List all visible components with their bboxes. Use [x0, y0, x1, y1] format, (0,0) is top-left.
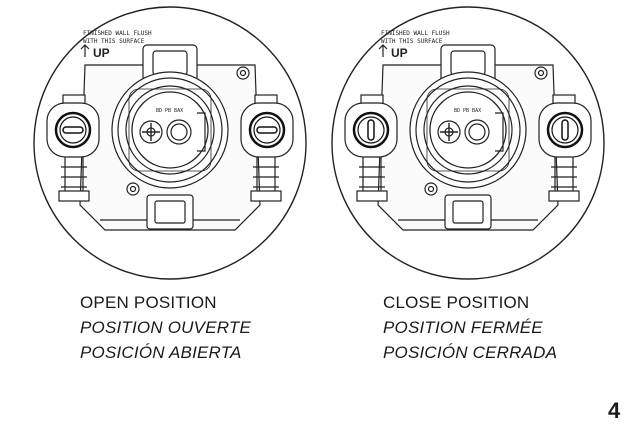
left-stop-knob-open [54, 111, 92, 149]
caption-english: OPEN POSITION [80, 293, 217, 312]
wall-flush-label-line2: WITH THIS SURFACE [381, 38, 443, 45]
caption-english: CLOSE POSITION [383, 293, 530, 312]
open-position-diagram: FINISHED WALL FLUSH WITH THIS SURFACE UP… [25, 5, 315, 290]
up-label: UP [93, 46, 110, 60]
caption-french: POSITION OUVERTE [80, 318, 252, 337]
wall-flush-label-line1: FINISHED WALL FLUSH [381, 30, 450, 37]
cartridge-label: BD PB BAX [156, 108, 183, 114]
close-position-diagram: FINISHED WALL FLUSH WITH THIS SURFACE UP… [323, 5, 613, 290]
left-stop-knob-closed [352, 111, 390, 149]
close-position-caption: CLOSE POSITION POSITION FERMÉE POSICIÓN … [383, 290, 557, 365]
wall-flush-label-line2: WITH THIS SURFACE [83, 38, 145, 45]
wall-flush-label-line1: FINISHED WALL FLUSH [83, 30, 152, 37]
right-stop-knob-closed [546, 111, 584, 149]
right-stop-knob-open [248, 111, 286, 149]
open-position-caption: OPEN POSITION POSITION OUVERTE POSICIÓN … [80, 290, 251, 365]
caption-french: POSITION FERMÉE [383, 318, 543, 337]
cartridge-label: BD PB BAX [454, 108, 481, 114]
page-number: 4 [608, 398, 621, 423]
up-arrow-icon [80, 44, 90, 57]
valve-drawing-close: FINISHED WALL FLUSH WITH THIS SURFACE UP… [331, 6, 605, 280]
caption-spanish: POSICIÓN ABIERTA [80, 343, 242, 362]
up-arrow-icon [378, 44, 388, 57]
valve-drawing-open: FINISHED WALL FLUSH WITH THIS SURFACE UP… [33, 6, 307, 280]
caption-spanish: POSICIÓN CERRADA [383, 343, 558, 362]
up-label: UP [391, 46, 408, 60]
